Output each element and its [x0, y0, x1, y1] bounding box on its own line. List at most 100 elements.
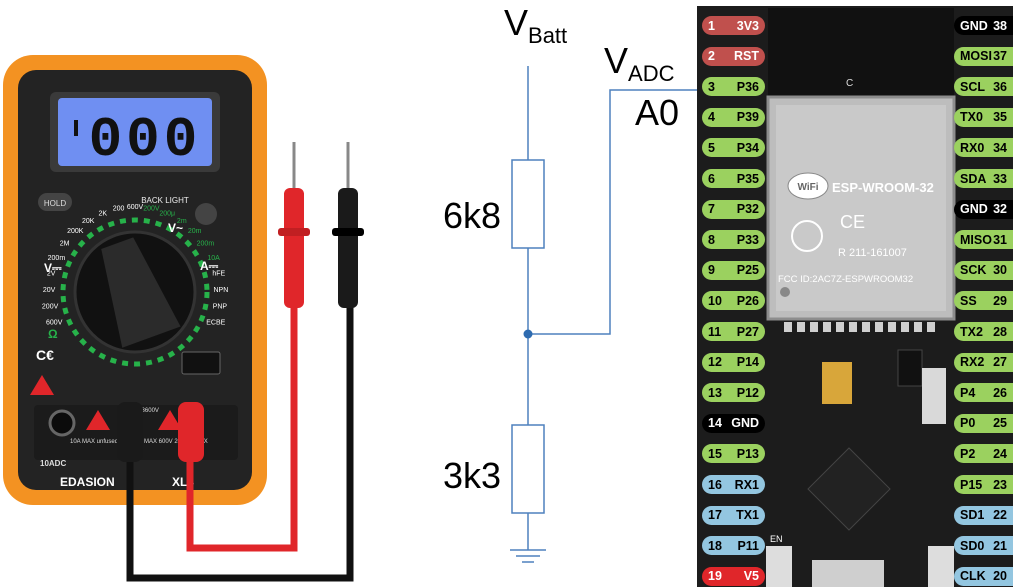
- pin-name: P32: [736, 202, 759, 217]
- castellation-pad: [784, 322, 792, 332]
- dial-label: 10A: [207, 255, 220, 262]
- castellation-pad: [823, 322, 831, 332]
- pin-name: SCK: [960, 263, 987, 278]
- pin-name: TX0: [960, 110, 983, 125]
- pin-name: P39: [736, 110, 759, 125]
- boot-button[interactable]: [928, 546, 954, 587]
- pin-number: 13: [708, 385, 722, 400]
- dial-label: 200V: [42, 304, 59, 311]
- castellation-pad: [862, 322, 870, 332]
- dial-label: NPN: [214, 287, 229, 294]
- pin-number: 16: [708, 477, 722, 492]
- pin-name: P13: [736, 446, 759, 461]
- adc-label-main: V: [604, 40, 629, 81]
- pin-number: 28: [993, 324, 1007, 339]
- pin-name: P25: [736, 263, 759, 278]
- pin-label: 18 P11: [702, 536, 765, 556]
- tantalum-cap: [822, 362, 852, 404]
- pin-number: 32: [993, 202, 1007, 217]
- pin-number: 31: [993, 232, 1007, 247]
- jack-10a[interactable]: [48, 409, 76, 437]
- castellation-pad: [797, 322, 805, 332]
- mode-v-ac: V~: [168, 221, 183, 235]
- backlight-label: BACK LIGHT: [141, 196, 189, 205]
- resistor-bottom: [511, 424, 545, 514]
- pin-number: 22: [993, 508, 1007, 523]
- pin-number: 14: [708, 416, 722, 431]
- pin-number: 20: [993, 569, 1007, 584]
- fcc-label: FCC ID:2AC7Z-ESPWROOM32: [778, 274, 913, 285]
- pin-name: P33: [736, 232, 759, 247]
- micro-usb-port[interactable]: [812, 560, 884, 587]
- black-probe-guard: [332, 228, 364, 236]
- pin-name: P27: [736, 324, 759, 339]
- mode-v-dc: V⎓: [44, 261, 62, 275]
- pin-number: 29: [993, 293, 1007, 308]
- test-leads: [117, 142, 364, 582]
- pin-name: SCL: [960, 79, 985, 94]
- adc-label: VADC: [604, 40, 674, 87]
- mode-a-dc: A⎓: [200, 259, 219, 273]
- wifi-text: WiFi: [797, 182, 818, 193]
- supply-label: VBatt: [504, 2, 567, 49]
- fcc-logo: [791, 220, 823, 252]
- pin-number: 17: [708, 508, 722, 523]
- dial-label: 200: [113, 206, 125, 213]
- castellation-pad: [927, 322, 935, 332]
- pin-number: 1: [708, 18, 715, 33]
- pin-number: 33: [993, 171, 1007, 186]
- warning-icon-right: [158, 410, 182, 430]
- dial-label: PNP: [213, 304, 228, 311]
- pin-number: 21: [993, 538, 1007, 553]
- black-probe-plug: [117, 402, 143, 462]
- pin-number: 27: [993, 355, 1007, 370]
- dial-label: 200m: [48, 255, 66, 262]
- backlight-button[interactable]: [195, 203, 217, 225]
- mode-ohm: Ω: [48, 327, 58, 341]
- dial-label: 2K: [99, 210, 108, 217]
- wifi-logo: [787, 172, 829, 200]
- pin-name: TX2: [960, 324, 983, 339]
- red-probe-guard: [278, 228, 310, 236]
- dial-label: hFE: [212, 271, 225, 278]
- pin-name: GND: [960, 202, 988, 217]
- dial-pointer: [101, 237, 181, 348]
- pin-name: RST: [734, 49, 759, 64]
- resistor-top: [511, 159, 545, 249]
- module-name: ESP-WROOM-32: [832, 180, 934, 195]
- hfe-socket: [181, 351, 221, 375]
- warning-icon: [30, 375, 54, 395]
- jack-label-max: MAX 600V 200mA MAX: [144, 439, 208, 445]
- pin-name: RX2: [960, 355, 985, 370]
- pin-number: 36: [993, 79, 1007, 94]
- pin-name: P34: [736, 140, 759, 155]
- pin-name: P11: [737, 538, 759, 553]
- pin-name: SD1: [960, 508, 985, 523]
- pin-number: 18: [708, 538, 722, 553]
- pin-name: P15: [960, 477, 983, 492]
- dial-label: 2M: [60, 241, 70, 248]
- dial-scale-ring: [60, 217, 210, 367]
- hold-button[interactable]: [38, 193, 72, 211]
- pin-number: 19: [708, 569, 722, 584]
- resistor-top-label: 6k8: [443, 195, 502, 236]
- pin-number: 5: [708, 140, 715, 155]
- en-button[interactable]: [766, 546, 792, 587]
- jack-label-cat: CAT3600V: [130, 408, 159, 414]
- dial-label: 20V: [43, 287, 56, 294]
